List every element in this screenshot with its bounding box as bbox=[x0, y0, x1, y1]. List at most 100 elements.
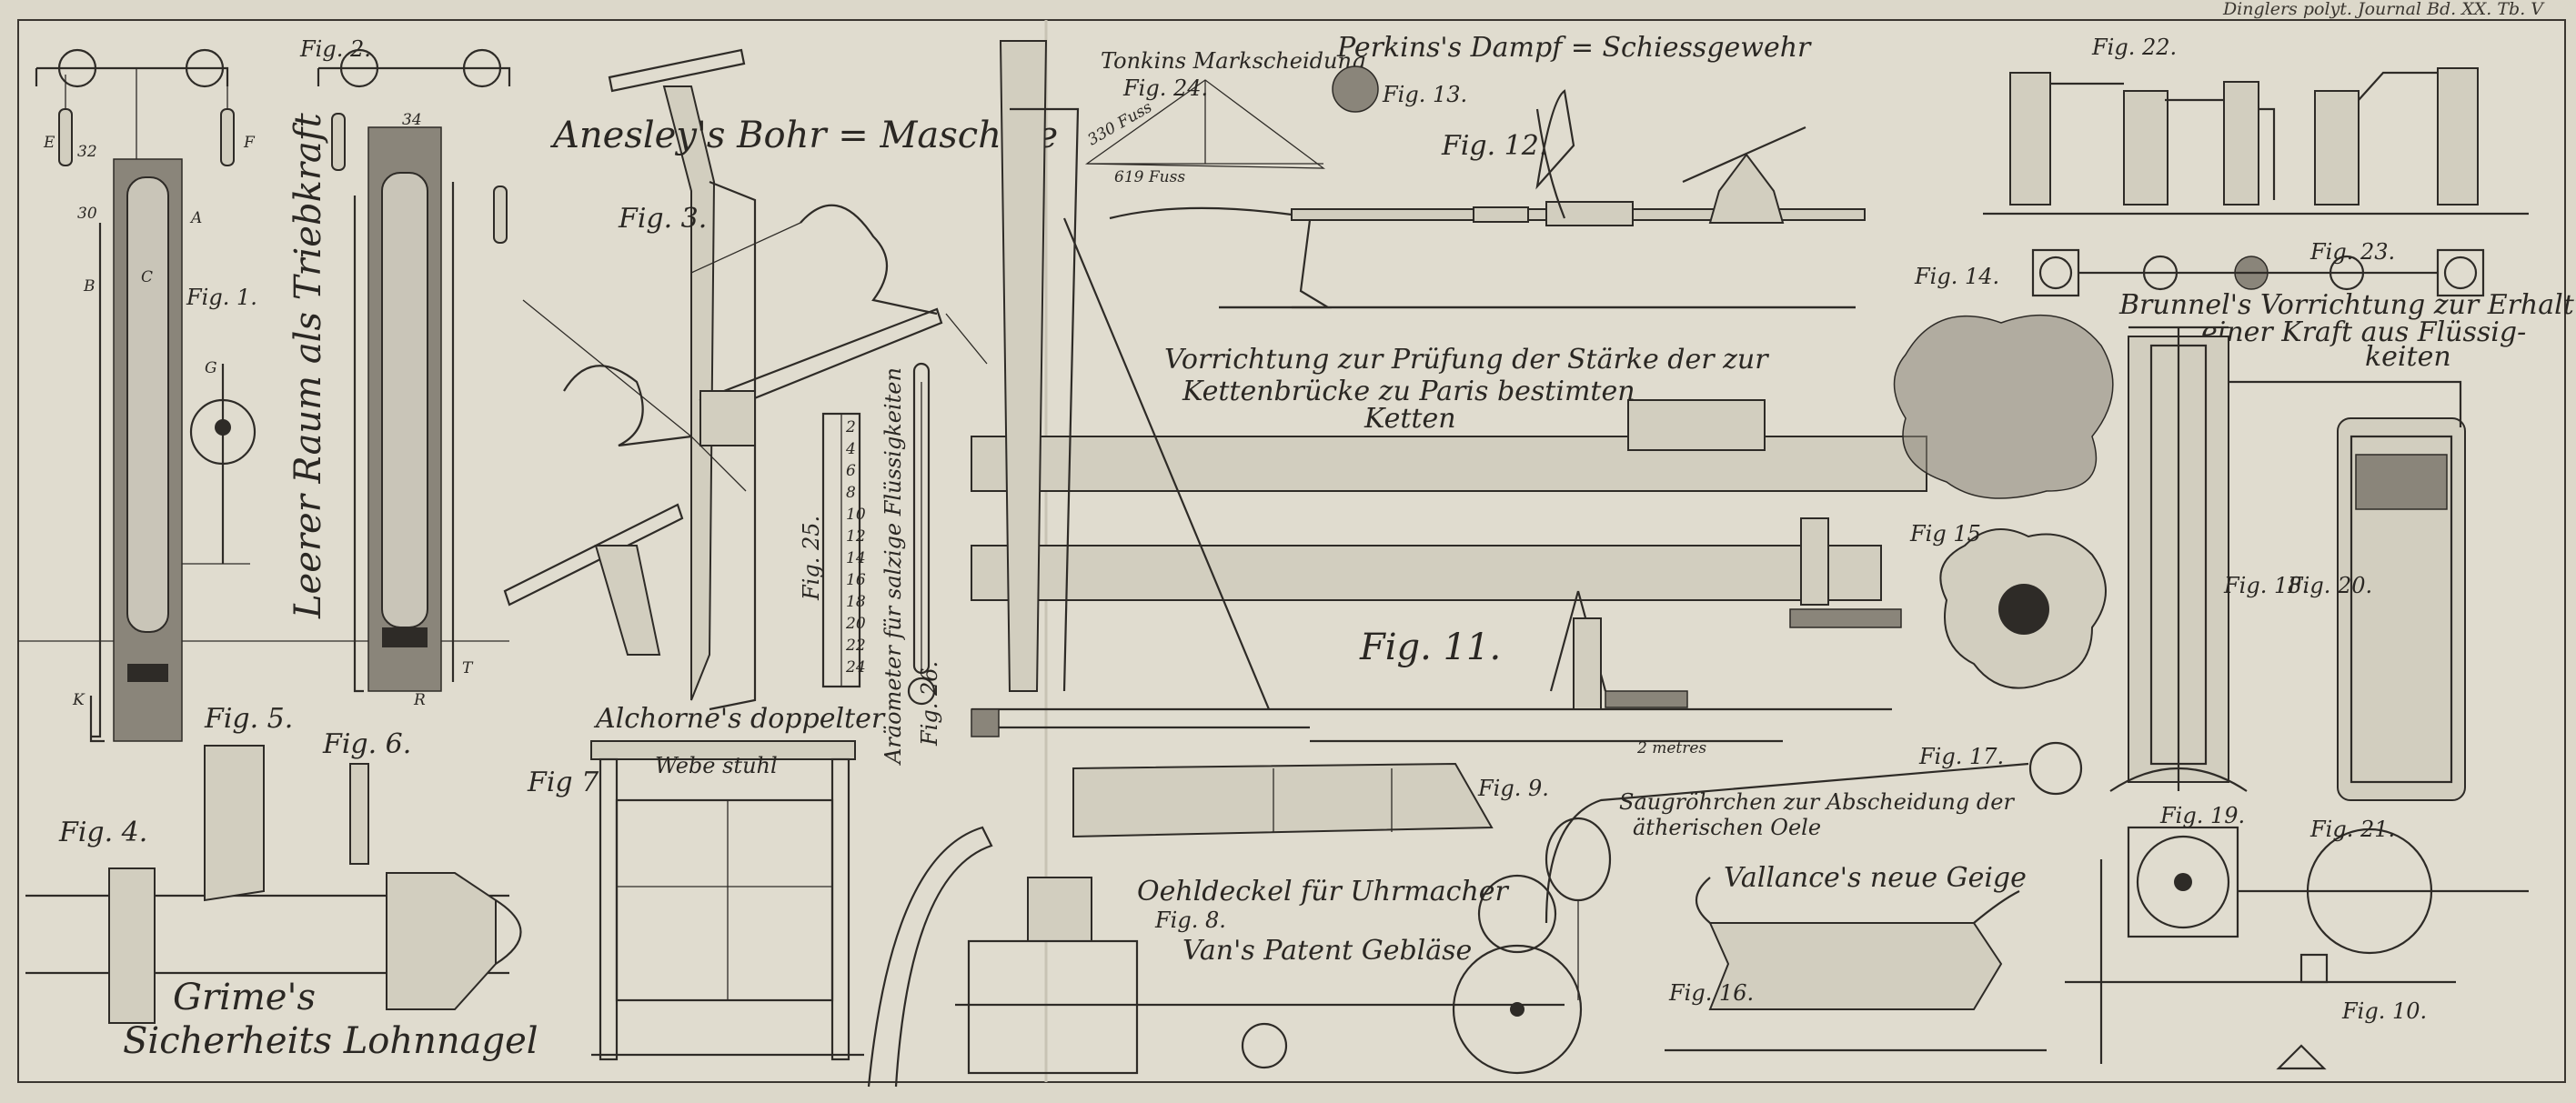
fig-1-label: Fig. 1. bbox=[186, 285, 257, 310]
caption-alchorne-2: Webe stuhl bbox=[655, 753, 778, 778]
caption-tonkins: Tonkins Markscheidung bbox=[1101, 48, 1365, 74]
fig-14-label: Fig. 14. bbox=[1914, 264, 1999, 289]
caption-brunnel-1: Brunnel's Vorrichtung zur Erhaltung bbox=[2118, 289, 2576, 321]
fig-15-label: Fig 15 bbox=[1909, 521, 1981, 546]
label-30: 30 bbox=[77, 205, 97, 223]
tonkins-dist-2: 619 Fuss bbox=[1114, 168, 1185, 186]
scale-tick-label: 20 bbox=[845, 615, 866, 633]
scale-tick-label: 4 bbox=[845, 440, 856, 458]
label-32: 32 bbox=[77, 143, 97, 161]
letter-A: A bbox=[189, 209, 202, 227]
caption-brunnel-3: keiten bbox=[2365, 341, 2451, 373]
fig-25-label: Fig. 25. bbox=[799, 516, 824, 601]
caption-vallance: Vallance's neue Geige bbox=[1724, 862, 2027, 894]
letter-E: E bbox=[43, 134, 55, 152]
fig-3-boring-machine bbox=[503, 48, 988, 711]
fig-21-wheel bbox=[2238, 827, 2529, 955]
scale-tick-label: 14 bbox=[846, 549, 866, 567]
fig-4-label: Fig. 4. bbox=[58, 817, 147, 848]
fig-22-label: Fig. 22. bbox=[2091, 35, 2177, 60]
scale-tick-label: 22 bbox=[845, 637, 866, 655]
caption-saugroehrchen-1: Saugröhrchen zur Abscheidung der bbox=[1619, 789, 2015, 815]
scale-tick-label: 8 bbox=[846, 484, 856, 502]
scale-tick-label: 10 bbox=[846, 506, 866, 524]
letter-G: G bbox=[205, 359, 217, 377]
fig-2-label: Fig. 2. bbox=[299, 36, 371, 62]
fig-7-loom bbox=[590, 740, 864, 1061]
fig-25-scale bbox=[821, 412, 861, 688]
scale-tick-label: 16 bbox=[846, 571, 866, 589]
fig-12-steam-gun bbox=[1109, 89, 1866, 309]
caption-vans: Van's Patent Gebläse bbox=[1182, 935, 1472, 967]
fig-8-blower bbox=[867, 826, 1583, 1088]
fig-10-label: Fig. 10. bbox=[2341, 998, 2427, 1024]
letter-B: B bbox=[83, 277, 96, 296]
fig-21-label: Fig. 21. bbox=[2309, 817, 2395, 842]
caption-oehldeckel: Oehldeckel für Uhrmacher bbox=[1137, 876, 1510, 907]
fig-6-part bbox=[349, 763, 369, 865]
letter-R: R bbox=[413, 691, 426, 709]
scale-tick-label: 24 bbox=[845, 658, 866, 677]
fig-15-center bbox=[1998, 584, 2049, 635]
fig-8-label: Fig. 8. bbox=[1154, 907, 1226, 933]
fig-18-pump bbox=[2109, 326, 2248, 792]
fig-23-valves bbox=[2031, 248, 2485, 297]
fig-13-ball bbox=[1332, 65, 1379, 113]
fig-19-label: Fig. 19. bbox=[2159, 803, 2245, 828]
scale-tick-label: 12 bbox=[846, 527, 866, 546]
caption-pruefung-3: Ketten bbox=[1363, 403, 1456, 435]
scale-tick-label: 6 bbox=[846, 462, 856, 480]
fig-22-cylinders bbox=[1983, 67, 2529, 216]
caption-arometer: Aräometer für salzige Flüssigkeiten bbox=[880, 367, 906, 766]
fig-16-violin bbox=[1665, 877, 2047, 1052]
fig-7-label: Fig 7 bbox=[527, 767, 599, 798]
caption-anesley: Anesley's Bohr = Maschine bbox=[549, 115, 1058, 156]
letter-K: K bbox=[72, 691, 86, 709]
fig-4-nail bbox=[25, 867, 522, 1024]
caption-perkins: Perkins's Dampf = Schiessgewehr bbox=[1336, 32, 1812, 64]
fig-1-2-vacuum-engine bbox=[35, 48, 511, 743]
fig-11-label: Fig. 11. bbox=[1359, 627, 1501, 668]
fig-24-survey-triangle bbox=[1085, 79, 1326, 169]
fig-16-label: Fig. 16. bbox=[1668, 980, 1754, 1006]
letter-C: C bbox=[141, 268, 153, 286]
fig-24-label: Fig. 24. bbox=[1122, 75, 1208, 101]
fig-9-label: Fig. 9. bbox=[1477, 776, 1549, 801]
caption-pruefung-1: Vorrichtung zur Prüfung der Stärke der z… bbox=[1164, 344, 1769, 376]
fig-20-cylinder bbox=[2229, 380, 2466, 801]
letter-T: T bbox=[462, 659, 474, 677]
fig-10-lever bbox=[2065, 859, 2456, 1070]
letter-F: F bbox=[243, 134, 256, 152]
fig-26-hydrometer bbox=[907, 362, 936, 706]
label-34: 34 bbox=[402, 111, 422, 129]
fig-14-sponge-specimen bbox=[1893, 314, 2114, 499]
fig-19-gear bbox=[2127, 826, 2239, 938]
scale-tick-label: 2 bbox=[845, 418, 856, 436]
caption-leerer-raum: Leerer Raum als Triebkraft bbox=[287, 112, 329, 619]
caption-grime-2: Sicherheits Lohnnagel bbox=[123, 1020, 538, 1062]
caption-alchorne-1: Alchorne's doppelter bbox=[593, 703, 886, 735]
fig-23-label: Fig. 23. bbox=[2309, 239, 2395, 265]
fig-5-part bbox=[204, 745, 265, 902]
caption-saugroehrchen-2: ätherischen Oele bbox=[1633, 815, 1821, 840]
fig-17-label: Fig. 17. bbox=[1918, 744, 2004, 769]
journal-reference: Dinglers polyt. Journal Bd. XX. Tb. V bbox=[2222, 0, 2545, 19]
fig-11-chain-tester bbox=[971, 40, 1927, 743]
fig-3-label: Fig. 3. bbox=[618, 203, 707, 235]
fig-13-label: Fig. 13. bbox=[1382, 82, 1467, 107]
fig-17-siphon bbox=[1545, 741, 2083, 1000]
fig-20-label: Fig. 20. bbox=[2287, 573, 2372, 598]
caption-grime-1: Grime's bbox=[173, 977, 316, 1018]
fig-5-label: Fig. 5. bbox=[204, 703, 293, 735]
scale-tick-label: 18 bbox=[846, 593, 866, 611]
caption-pruefung-2: Kettenbrücke zu Paris bestimten bbox=[1182, 376, 1635, 407]
fig-26-label: Fig. 26. bbox=[917, 661, 942, 747]
scale-metres: 2 metres bbox=[1636, 739, 1706, 757]
caption-brunnel-2: einer Kraft aus Flüssig- bbox=[2201, 316, 2526, 348]
fig-9-oil-cover bbox=[1072, 762, 1494, 838]
fig-12-label: Fig. 12. bbox=[1441, 130, 1547, 162]
fig-18-20-label: Fig. 18. bbox=[2223, 573, 2309, 598]
fig-6-label: Fig. 6. bbox=[322, 728, 411, 760]
